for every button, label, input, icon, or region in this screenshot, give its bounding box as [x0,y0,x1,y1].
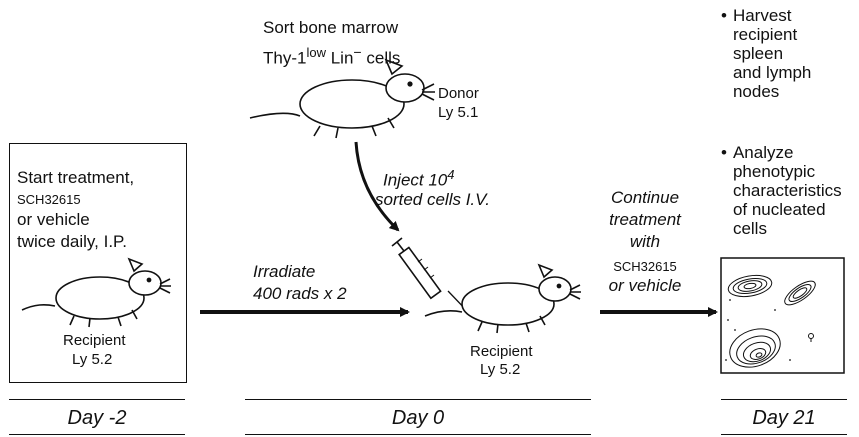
mid-recipient-label: Recipient [470,342,533,361]
day0-label: Day 0 [245,406,591,430]
donor-sort-line1: Sort bone marrow [263,18,398,37]
donor-mouse-icon [250,60,435,138]
irradiate-line2: 400 rads x 2 [253,284,347,303]
start-line3: or vehicle [17,210,90,229]
start-recipient-strain: Ly 5.2 [72,350,112,369]
start-line4: twice daily, I.P. [17,232,127,251]
mid-recipient-strain: Ly 5.2 [480,360,520,379]
harvest-line: recipient [733,25,811,44]
day0-rule-bottom [245,434,591,435]
inject-line1: Inject 104 [383,167,455,190]
day0-rule-top [245,399,591,400]
continue-line4: SCH32615 [600,259,690,274]
day21-rule-bottom [721,434,847,435]
harvest-line: and lymph [733,63,811,82]
harvest-bullet: • [721,6,727,101]
continue-line3: with [600,232,690,251]
day-minus2-label: Day -2 [9,406,185,430]
harvest-lines: Harvest recipient spleen and lymph nodes [733,6,811,101]
irradiate-line1: Irradiate [253,262,315,281]
analyze-line: Analyze [733,143,842,162]
analyze-line: cells [733,219,842,238]
donor-sort-prefix: Thy-1 [263,49,306,68]
day21-label: Day 21 [721,406,847,430]
harvest-bullet-item: • Harvest recipient spleen and lymph nod… [721,6,811,101]
start-recipient-label: Recipient [63,331,126,350]
start-line1: Start treatment, [17,168,134,187]
syringe-icon [392,238,470,314]
day-minus2-rule-top [9,399,185,400]
continue-line5: or vehicle [600,276,690,295]
inject-text: Inject 10 [383,171,447,190]
analyze-line: of nucleated [733,200,842,219]
inject-line2: sorted cells I.V. [375,190,490,209]
harvest-line: Harvest [733,6,811,25]
continue-line1: Continue [600,188,690,207]
analyze-line: characteristics [733,181,842,200]
day21-rule-top [721,399,847,400]
harvest-line: nodes [733,82,811,101]
start-line2: SCH32615 [17,192,81,207]
analyze-line: phenotypic [733,162,842,181]
donor-sort-sup2: − [353,45,361,61]
inject-sup: 4 [447,167,454,182]
analyze-lines: Analyze phenotypic characteristics of nu… [733,143,842,238]
analyze-bullet-item: • Analyze phenotypic characteristics of … [721,143,842,238]
continue-line2: treatment [600,210,690,229]
harvest-line: spleen [733,44,811,63]
day-minus2-rule-bottom [9,434,185,435]
flow-plot [721,258,844,374]
donor-strain: Ly 5.1 [438,103,478,122]
donor-sort-sup: low [306,45,326,60]
donor-label: Donor [438,84,479,103]
donor-sort-suffix: cells [362,49,401,68]
donor-sort-line2: Thy-1low Lin− cells [263,44,400,68]
donor-sort-mid: Lin [326,49,353,68]
mid-recipient-mouse-icon [425,265,581,333]
analyze-bullet: • [721,143,727,238]
